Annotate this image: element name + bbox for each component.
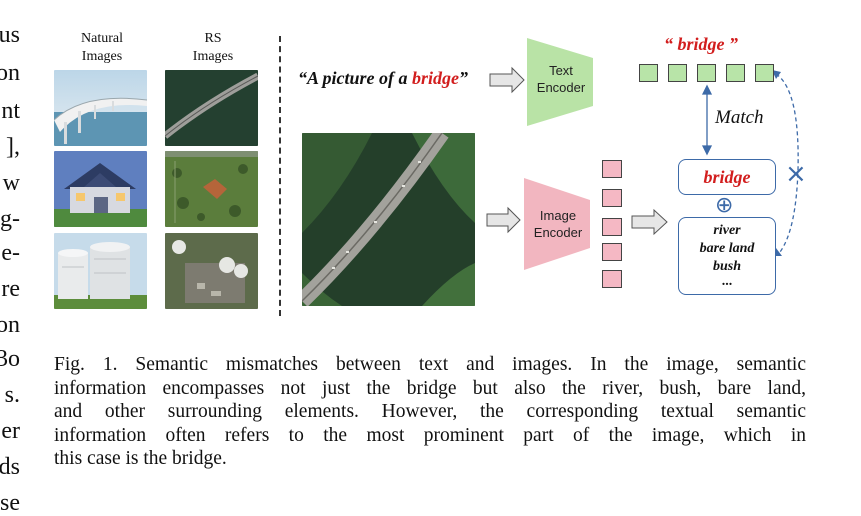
caption-line: Fig. 1. Semantic mismatches between text… [54, 354, 806, 375]
image-encoder-shape [524, 178, 590, 270]
dashed-divider [279, 36, 281, 316]
text-prompt: “A picture of a bridge” [298, 68, 469, 88]
caption-line: information often refers to the most pro… [54, 424, 806, 446]
caption-line: this case is the bridge. [54, 448, 227, 470]
text-token-label: “ bridge ” [664, 34, 738, 54]
arrow-text-to-encoder [489, 66, 525, 94]
main-rs-image [302, 133, 475, 306]
arrow-tokens-to-nodes [631, 208, 668, 236]
image-token [602, 270, 622, 288]
text-encoder-shape [527, 38, 593, 126]
side-line: w [2, 170, 20, 196]
side-line: us [0, 22, 20, 48]
mismatch-cross: × [785, 159, 807, 189]
text-token [639, 64, 658, 82]
image-tokens [602, 160, 624, 290]
side-line: se [0, 490, 20, 516]
dashed-curve-arrow [775, 73, 799, 253]
oplus-symbol: ⊕ [715, 193, 734, 218]
side-line: e- [1, 240, 20, 266]
context-item: bare land [699, 241, 755, 256]
natural-image-tanks [54, 233, 147, 309]
text-tokens [639, 64, 779, 82]
match-arrow [701, 84, 713, 156]
side-line: on [0, 312, 20, 338]
side-line: nt [1, 98, 20, 124]
arrow-image-to-encoder [486, 206, 521, 234]
text-token [726, 64, 745, 82]
diagram-arrows [486, 66, 799, 256]
image-token [602, 160, 622, 178]
text-token [668, 64, 687, 82]
text-token [755, 64, 774, 82]
image-token [602, 218, 622, 236]
caption-line: information encompasses not just the bri… [54, 377, 806, 399]
rs-image-house [165, 151, 258, 227]
context-item: river [713, 223, 741, 238]
bridge-node-label: bridge [703, 167, 751, 187]
rs-image-bridge [165, 70, 258, 146]
natural-image-bridge [54, 70, 147, 146]
side-line: ], [6, 134, 20, 160]
context-node: river bare land bush ... [678, 217, 776, 295]
side-line: on [0, 60, 20, 86]
context-item: ... [721, 274, 733, 289]
caption-line: and other surrounding elements. However,… [54, 401, 806, 423]
left-column-text: us on nt ], w g- e- re on 3o s. er ds se [0, 0, 22, 516]
match-label: Match [715, 107, 764, 128]
text-token [697, 64, 716, 82]
side-line: s. [4, 382, 20, 408]
image-token [602, 243, 622, 261]
side-line: er [1, 418, 20, 444]
side-line: re [1, 276, 20, 302]
natural-image-house [54, 151, 147, 227]
prompt-keyword: bridge [412, 68, 460, 88]
bridge-node: bridge [678, 159, 776, 195]
side-line: g- [0, 206, 20, 232]
rs-image-tanks [165, 233, 258, 309]
image-token [602, 189, 622, 207]
side-line: ds [0, 454, 20, 480]
figure-caption: Fig. 1. Semantic mismatches between text… [54, 353, 806, 471]
side-line: 3o [0, 346, 20, 372]
context-item: bush [712, 259, 742, 274]
